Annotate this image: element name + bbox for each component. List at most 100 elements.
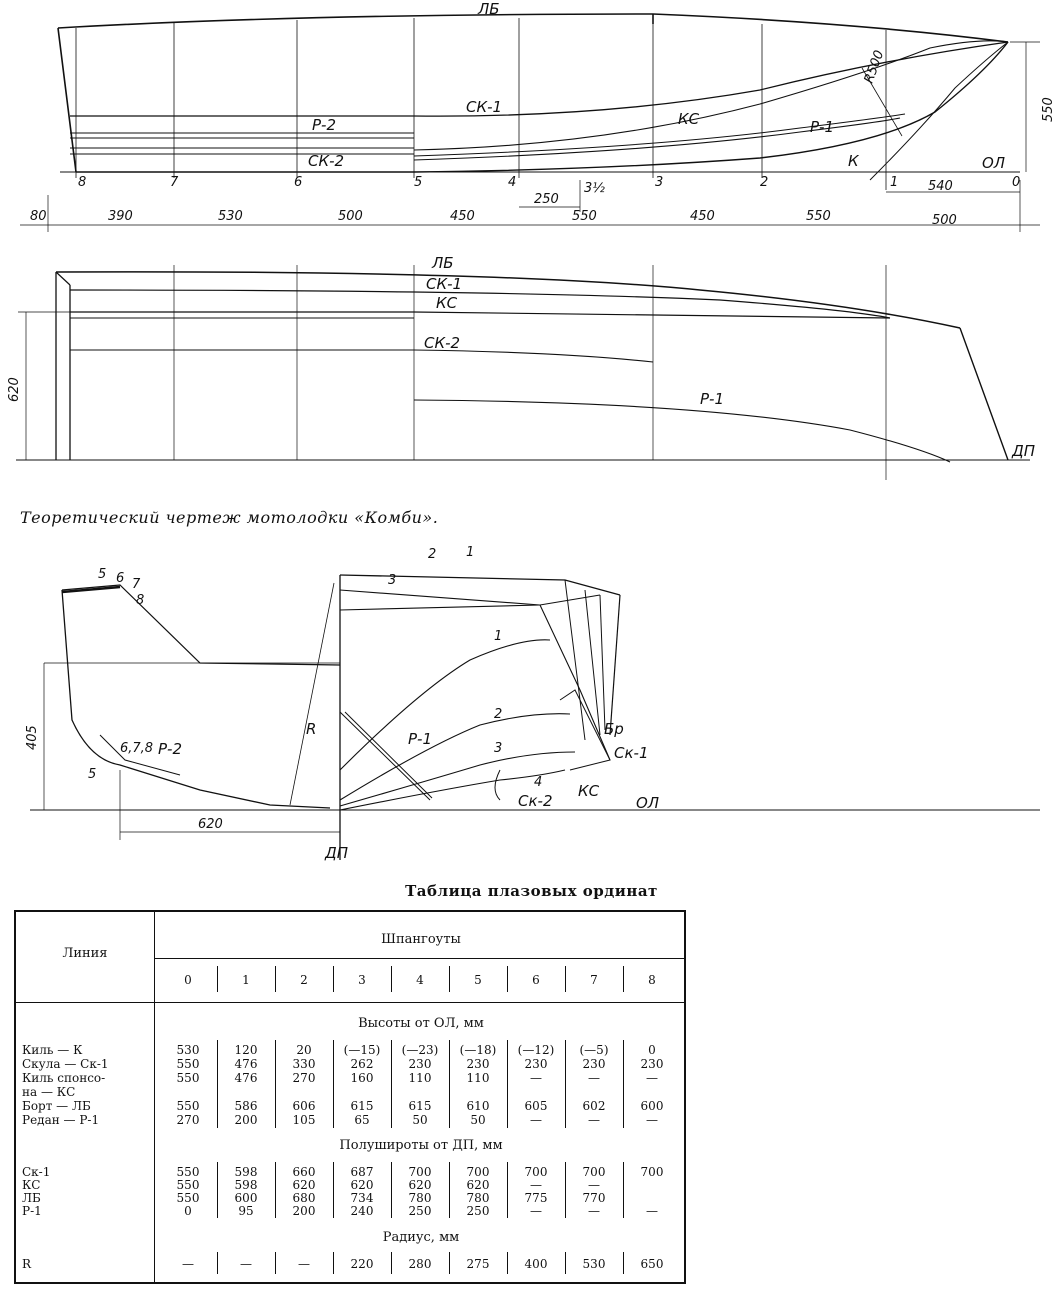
dim-500a: 500 — [338, 209, 363, 224]
table-cell: 0 — [648, 1043, 656, 1057]
section-heights: Высоты от ОЛ, мм — [358, 1016, 484, 1031]
table-cell: 600 — [234, 1191, 258, 1205]
table-cell: 476 — [234, 1071, 258, 1085]
frame-header-7: 7 — [590, 973, 598, 987]
bp-label-top-2: 2 — [428, 547, 436, 562]
table-cell: 606 — [292, 1099, 316, 1113]
table-cell: 280 — [408, 1257, 432, 1271]
table-cell: 476 — [234, 1057, 258, 1071]
dim-540: 540 — [928, 179, 953, 194]
table-cell: 586 — [234, 1099, 258, 1113]
table-cell: — — [588, 1178, 600, 1192]
table-cell: — — [588, 1071, 600, 1085]
table-title: Таблица плазовых ординат — [405, 882, 658, 900]
table-cell: 700 — [640, 1165, 664, 1179]
dim-390: 390 — [108, 209, 133, 224]
table-cell: 0 — [184, 1204, 192, 1218]
row-label: Р-1 — [22, 1204, 42, 1218]
table-cell: 270 — [292, 1071, 316, 1085]
profile-label-sk2: СК-2 — [308, 152, 344, 170]
frame-header-0: 0 — [184, 973, 192, 987]
table-cell: — — [646, 1113, 658, 1127]
table-cell: (—18) — [459, 1043, 497, 1057]
table-cell: 650 — [640, 1257, 664, 1271]
bp-label-5-bottom: 5 — [88, 767, 96, 782]
table-cell: 200 — [234, 1113, 258, 1127]
frame-header-6: 6 — [532, 973, 540, 987]
bp-label-5: 5 — [98, 567, 106, 582]
table-cell: (—5) — [579, 1043, 609, 1057]
station-6: 6 — [294, 175, 302, 190]
table-cell: 602 — [582, 1099, 606, 1113]
section-radius: Радиус, мм — [382, 1230, 460, 1245]
profile-label-sk1: СК-1 — [466, 98, 502, 116]
table-cell: 250 — [408, 1204, 432, 1218]
table-cell: 230 — [524, 1057, 548, 1071]
table-cell: 680 — [292, 1191, 316, 1205]
row-label: КС — [22, 1178, 41, 1192]
table-cell: — — [588, 1204, 600, 1218]
dim-450b: 450 — [690, 209, 715, 224]
plan-label-dp: ДП — [1011, 442, 1035, 460]
table-cell: 50 — [470, 1113, 486, 1127]
table-cell: 400 — [524, 1257, 548, 1271]
table-cell: 330 — [292, 1057, 316, 1071]
body-plan — [30, 574, 1040, 860]
table-cell: 230 — [582, 1057, 606, 1071]
frame-header-8: 8 — [648, 973, 656, 987]
bp-curve-4: 4 — [534, 775, 542, 790]
table-cell: 120 — [234, 1043, 258, 1057]
bp-label-678: 6,7,8 — [120, 741, 153, 756]
table-cell: 230 — [640, 1057, 664, 1071]
table-cell: 110 — [408, 1071, 432, 1085]
table-cell: 220 — [350, 1257, 374, 1271]
bp-label-8: 8 — [136, 593, 144, 608]
station-0: 0 — [1012, 175, 1020, 190]
station-7: 7 — [170, 175, 179, 190]
row-label: Ск-1 — [22, 1165, 51, 1179]
plan-label-sk2: СК-2 — [424, 334, 460, 352]
table-cell: 275 — [466, 1257, 490, 1271]
table-cell: 262 — [350, 1057, 374, 1071]
table-cell: 550 — [176, 1071, 200, 1085]
section-half: Полуширoты от ДП, мм — [339, 1138, 503, 1153]
table-cell: — — [530, 1178, 542, 1192]
table-cell: 780 — [408, 1191, 432, 1205]
table-cell: 530 — [582, 1257, 606, 1271]
table-cell: 550 — [176, 1165, 200, 1179]
profile-label-r500: R500 — [862, 48, 888, 85]
drawing-canvas: 8 7 6 5 4 3½ 3 2 1 0 ЛБ СК-1 КС Р-2 СК-2… — [7, 0, 1056, 862]
table-cell: 240 — [350, 1204, 374, 1218]
table-cell: — — [530, 1204, 542, 1218]
table-cell: 230 — [466, 1057, 490, 1071]
plan-label-r1: Р-1 — [700, 390, 724, 408]
profile-label-ol: ОЛ — [982, 154, 1005, 172]
table-cell: — — [182, 1257, 194, 1271]
table-cell: 598 — [234, 1178, 258, 1192]
bp-label-6: 6 — [116, 571, 124, 586]
frame-header-4: 4 — [416, 973, 424, 987]
frame-header-5: 5 — [474, 973, 482, 987]
row-label: Киль — К — [22, 1043, 83, 1057]
table-cell: — — [588, 1113, 600, 1127]
table-cell: 615 — [350, 1099, 374, 1113]
profile-label-k: К — [848, 152, 860, 170]
station-4: 4 — [508, 175, 516, 190]
table-cell: 620 — [408, 1178, 432, 1192]
bp-label-sk1: Ск-1 — [614, 744, 649, 762]
dim-80: 80 — [30, 209, 47, 224]
frame-header-1: 1 — [242, 973, 250, 987]
table-cell: 270 — [176, 1113, 200, 1127]
table-cell: 620 — [466, 1178, 490, 1192]
table-cell: 734 — [350, 1191, 374, 1205]
table-cell: 550 — [176, 1057, 200, 1071]
table-cell: — — [240, 1257, 252, 1271]
bp-label-top-1: 1 — [466, 545, 474, 560]
bp-label-r2: Р-2 — [158, 740, 182, 758]
table-cell: — — [530, 1071, 542, 1085]
table-cell: 160 — [350, 1071, 374, 1085]
table-cell: 605 — [524, 1099, 548, 1113]
dim-550a: 550 — [572, 209, 597, 224]
table-cell: 660 — [292, 1165, 316, 1179]
